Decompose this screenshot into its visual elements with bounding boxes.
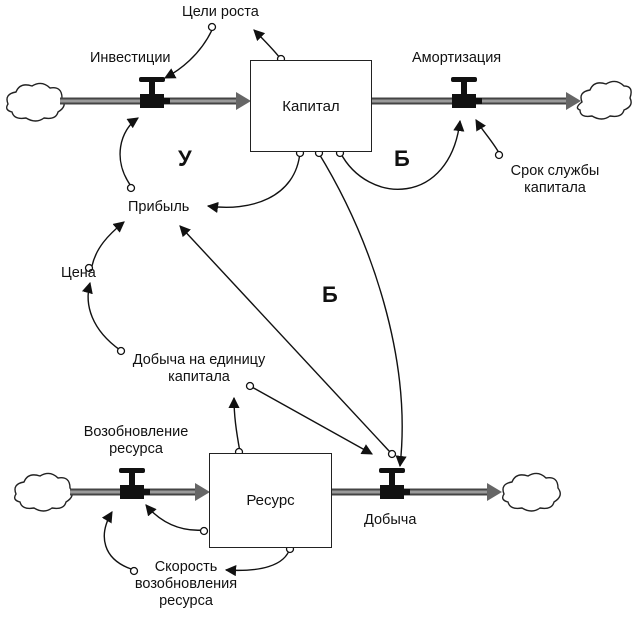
link-capital-to-growth-goals [253, 29, 281, 59]
link-resource-to-regeneration [145, 504, 205, 531]
valve-icon-depreciation [451, 77, 482, 108]
label-extraction: Добыча [364, 512, 417, 528]
link-resource-to-extraction-per-capital [228, 396, 241, 453]
label-profit: Прибыль [128, 199, 190, 215]
label-investment: Инвестиции [90, 50, 171, 66]
loop-marker-reinforcing: У [178, 146, 192, 171]
cloud-sink-resource [501, 472, 561, 512]
link-extraction-per-capital-to-price [81, 281, 121, 351]
cloud-source-capital [5, 82, 65, 122]
link-resource-to-regeneration-rate [224, 547, 291, 577]
loop-marker-balancing-depreciation: Б [394, 146, 410, 171]
cloud-sink-capital [576, 80, 632, 120]
link-extraction-to-profit [179, 225, 391, 453]
valve-icon-regeneration [119, 468, 150, 499]
label-regeneration: Возобновление ресурса [83, 424, 189, 457]
link-price-to-profit [91, 221, 125, 267]
cloud-source-resource [13, 472, 73, 512]
stock-capital: Капитал [250, 60, 372, 152]
label-capital-lifetime: Срок службы капитала [510, 163, 600, 196]
stock-resource-label: Ресурс [246, 492, 295, 509]
valve-icon-extraction [379, 468, 410, 499]
link-extraction-per-capital-to-extraction [249, 385, 373, 455]
label-extraction-per-capital: Добыча на единицу капитала [132, 352, 266, 385]
stock-resource: Ресурс [209, 453, 332, 548]
label-regeneration-rate: Скорость возобновления ресурса [134, 559, 238, 609]
stock-capital-label: Капитал [282, 97, 340, 115]
link-capital-to-depreciation [339, 119, 465, 190]
label-growth-goals: Цели роста [182, 4, 259, 20]
link-profit-to-investment [119, 117, 139, 187]
loop-marker-balancing-extraction: Б [322, 282, 338, 307]
link-lifetime-to-depreciation [475, 119, 500, 154]
link-capital-to-extraction [317, 151, 407, 468]
label-depreciation: Амортизация [412, 50, 502, 66]
valve-icon-investment [139, 77, 170, 108]
link-capital-to-profit [206, 151, 301, 213]
link-growth-goals-to-investment [164, 29, 213, 79]
label-price: Цена [61, 265, 96, 281]
flow-pipe-extraction [332, 483, 502, 501]
link-regeneration-rate-to-regeneration [101, 511, 135, 571]
